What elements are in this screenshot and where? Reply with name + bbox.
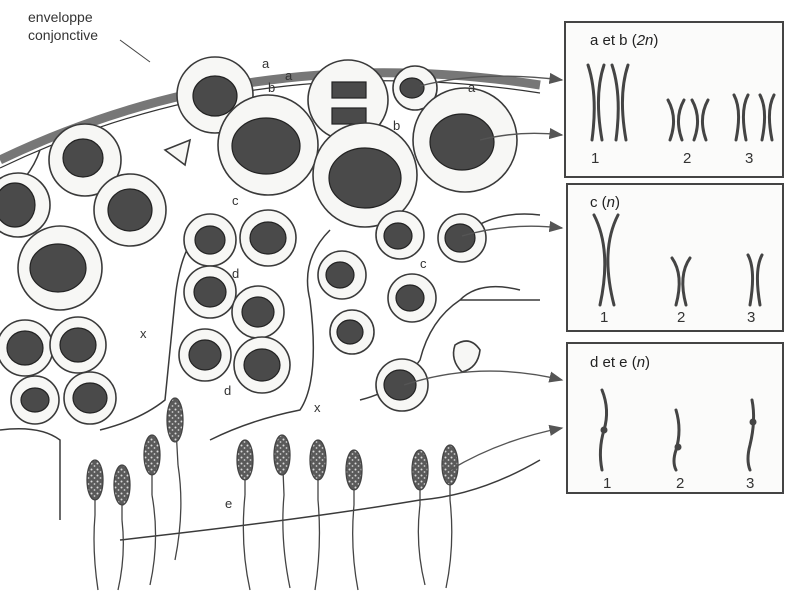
label-a-1: a <box>262 56 270 71</box>
panel-c-num-1: 1 <box>600 309 608 326</box>
panel-d-e-num-1: 1 <box>603 475 611 492</box>
panel-d-e-num-3: 3 <box>746 475 754 492</box>
label-d-1: d <box>232 266 239 281</box>
label-b-1: b <box>268 80 275 95</box>
panel-c-title-italic: n <box>607 194 615 211</box>
label-x-1: x <box>140 326 147 341</box>
panel-c-num-3: 3 <box>747 309 755 326</box>
panel-a-b-num-2: 2 <box>683 150 691 167</box>
panel-c-title: c (n) <box>590 194 620 211</box>
label-b-2: b <box>393 118 400 133</box>
cells <box>0 57 517 424</box>
panel-a-b-title-italic: 2n <box>636 32 654 49</box>
panel-c-num-2: 2 <box>677 309 685 326</box>
envelope-pointer <box>120 40 150 62</box>
panel-c-title-prefix: c ( <box>590 194 607 211</box>
panel-d-e-title-prefix: d et e ( <box>590 354 637 371</box>
spermatozoa <box>87 398 458 590</box>
panel-c: c (n) 1 2 3 <box>567 184 783 331</box>
panel-d-e-num-2: 2 <box>676 475 684 492</box>
label-a-2: a <box>285 68 293 83</box>
panel-c-title-suffix: ) <box>615 194 620 211</box>
panel-a-b-num-1: 1 <box>591 150 599 167</box>
panel-a-b-title: a et b (2n) <box>590 32 658 49</box>
label-envelope-line1: enveloppe <box>28 9 93 25</box>
label-x-2: x <box>314 400 321 415</box>
panel-a-b-title-prefix: a et b ( <box>590 32 637 49</box>
panel-a-b-num-3: 3 <box>745 150 753 167</box>
label-envelope-line2: conjonctive <box>28 27 98 43</box>
panel-a-b: a et b (2n) 1 2 3 <box>565 22 783 177</box>
label-c-1: c <box>232 193 239 208</box>
panel-d-e: d et e (n) 1 2 3 <box>567 343 783 493</box>
label-d-2: d <box>224 383 231 398</box>
label-c-2: c <box>420 256 427 271</box>
panel-d-e-title: d et e (n) <box>590 354 650 371</box>
panel-d-e-title-italic: n <box>637 354 645 371</box>
panel-a-b-title-suffix: ) <box>653 32 658 49</box>
label-e: e <box>225 496 232 511</box>
panel-d-e-title-suffix: ) <box>645 354 650 371</box>
label-a-3: a <box>468 80 476 95</box>
